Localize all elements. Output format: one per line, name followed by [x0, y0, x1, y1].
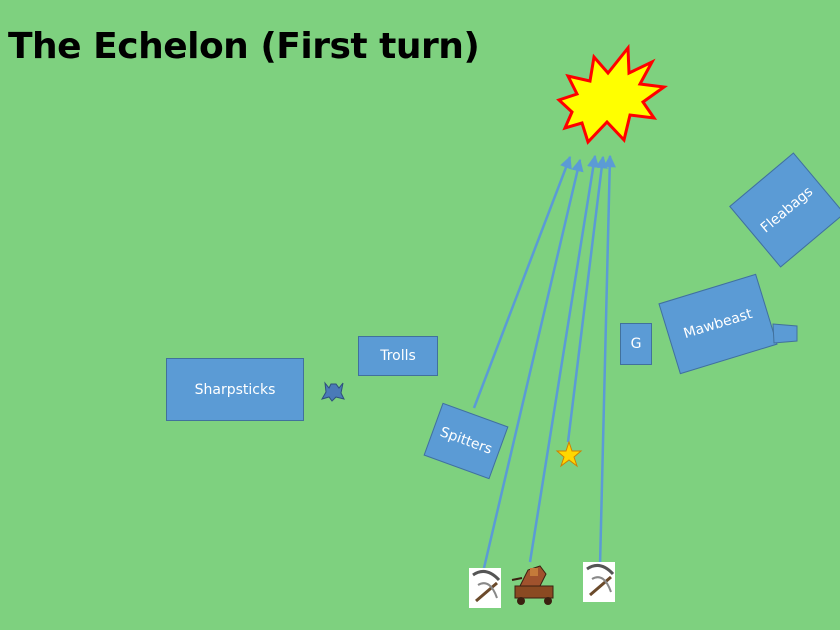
arrow-spitters	[472, 155, 572, 409]
unit-sharpsticks: Sharpsticks	[166, 358, 304, 421]
pickaxe-icon	[583, 562, 615, 602]
arrow-star	[566, 155, 608, 443]
explosion-icon	[556, 43, 668, 145]
star-marker-icon	[555, 440, 583, 468]
unit-g: G	[620, 323, 652, 365]
pickaxe-icon	[469, 568, 501, 608]
war-machine-icon	[511, 565, 554, 605]
arrow-pickaxe-right	[598, 154, 616, 567]
arrow-war-machine	[528, 154, 600, 563]
unit-g-label: G	[630, 336, 642, 352]
unit-trolls: Trolls	[358, 336, 438, 376]
banner-marker-icon	[772, 323, 798, 344]
page-title: The Echelon (First turn)	[8, 26, 480, 67]
arrow-pickaxe-left	[482, 158, 584, 569]
shield-marker-icon	[320, 381, 345, 402]
unit-trolls-label: Trolls	[380, 348, 416, 364]
unit-sharpsticks-label: Sharpsticks	[194, 381, 276, 398]
